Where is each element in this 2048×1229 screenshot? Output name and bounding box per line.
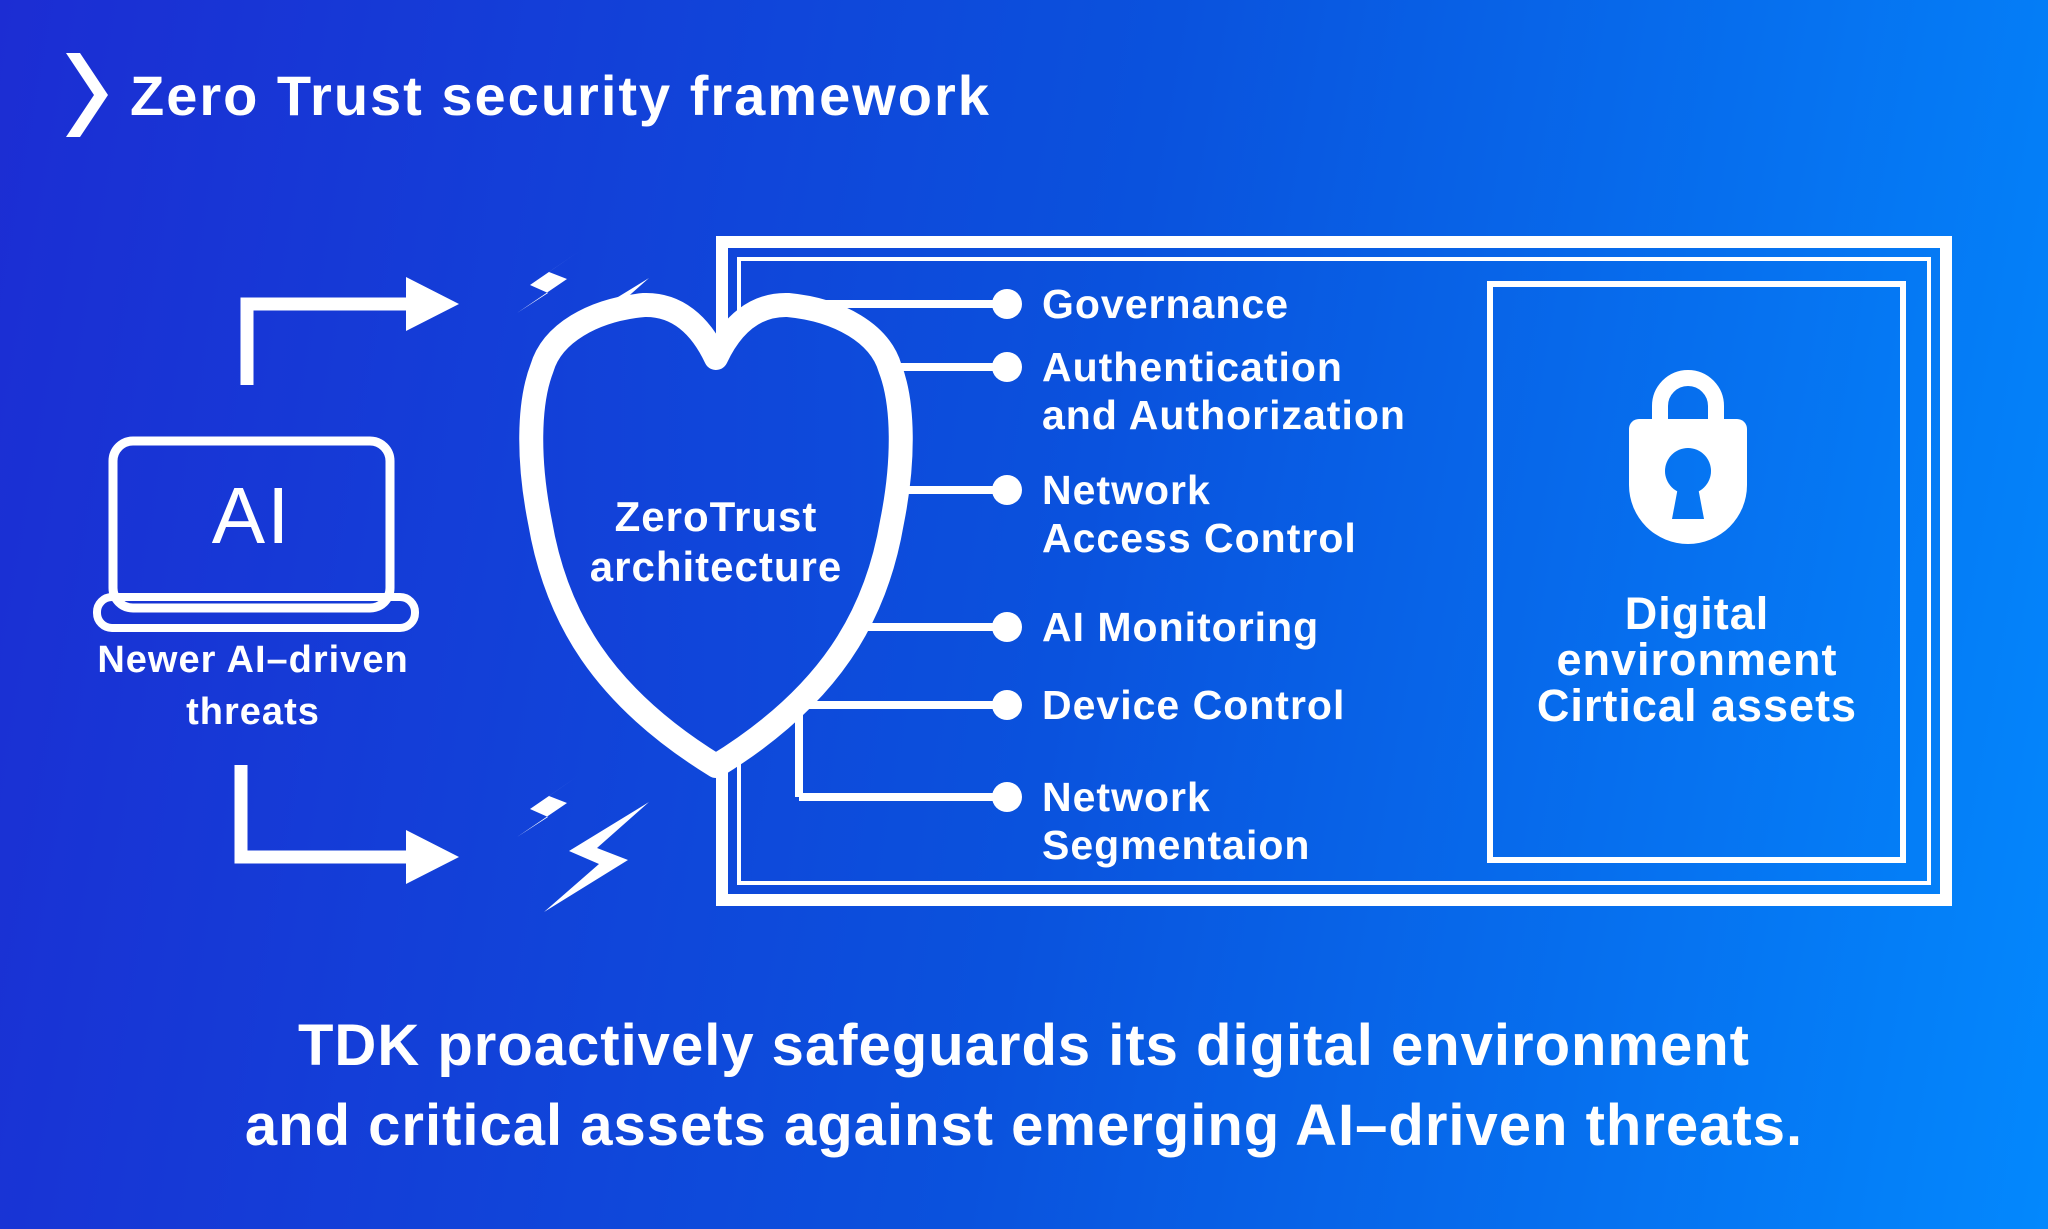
control-item-label: Device Control	[1042, 682, 1346, 728]
control-item-label: and Authorization	[1042, 392, 1406, 438]
arrow-top-icon	[240, 277, 459, 385]
shield-label: ZeroTrust architecture	[532, 492, 900, 592]
control-item-label: Authentication	[1042, 344, 1343, 390]
bullet-dot	[992, 352, 1022, 382]
bullet-dot	[992, 475, 1022, 505]
lightning-bottom-icon	[517, 776, 649, 912]
bullet-dot	[992, 612, 1022, 642]
outer-frame	[716, 236, 1952, 906]
footer-caption-line1: TDK proactively safeguards its digital e…	[298, 1013, 1750, 1078]
control-item-label: Governance	[1042, 281, 1289, 327]
control-item-label: AI Monitoring	[1042, 604, 1320, 650]
shield-label-line2: architecture	[589, 543, 843, 590]
control-item-network-access: Network Access Control	[1042, 466, 1357, 562]
threat-label: Newer AI–driven threats	[53, 634, 453, 738]
asset-label-line1: Digital	[1624, 588, 1770, 639]
threat-label-line2: threats	[186, 691, 320, 733]
control-item-device-control: Device Control	[1042, 681, 1345, 729]
bullet-dot	[992, 690, 1022, 720]
control-item-authentication: Authentication and Authorization	[1042, 343, 1406, 439]
chevron-right-icon	[66, 53, 108, 137]
control-item-label: Segmentaion	[1042, 822, 1311, 868]
arrow-bottom-icon	[234, 765, 459, 884]
control-item-label: Network	[1042, 467, 1211, 513]
control-item-label: Network	[1042, 774, 1211, 820]
ai-device-label: AI	[211, 471, 292, 560]
bullet-dot	[992, 782, 1022, 812]
bullet-dots	[992, 289, 1022, 812]
page-title: Zero Trust security framework	[130, 64, 991, 127]
footer-caption: TDK proactively safeguards its digital e…	[0, 1006, 2048, 1166]
asset-label-line3: Cirtical assets	[1536, 680, 1858, 731]
asset-label: Digital environment Cirtical assets	[1490, 591, 1904, 729]
bullet-dot	[992, 289, 1022, 319]
ai-laptop-icon	[93, 436, 419, 632]
asset-box	[1487, 281, 1906, 863]
asset-label-line2: environment	[1556, 634, 1838, 685]
lock-icon	[1629, 370, 1747, 544]
control-item-ai-monitoring: AI Monitoring	[1042, 603, 1319, 651]
control-item-label: Access Control	[1042, 515, 1357, 561]
shield-label-line1: ZeroTrust	[614, 493, 818, 540]
footer-caption-line2: and critical assets against emerging AI–…	[244, 1093, 1804, 1158]
threat-label-line1: Newer AI–driven	[97, 639, 409, 681]
control-item-network-segmentation: Network Segmentaion	[1042, 773, 1310, 869]
zero-trust-shield-icon	[519, 293, 913, 778]
control-item-governance: Governance	[1042, 280, 1289, 328]
